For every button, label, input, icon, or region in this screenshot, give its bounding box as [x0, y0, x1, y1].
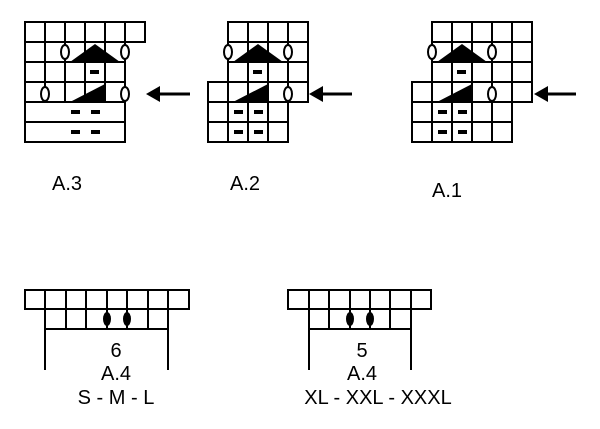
- a4-small-sizes: S - M - L: [78, 387, 155, 409]
- yarn-over-symbol: [60, 44, 70, 60]
- purl-dash-symbol: [91, 110, 100, 114]
- a1-symbols: [427, 44, 497, 134]
- a4-large-sizes: XL - XXL - XXXL: [304, 387, 451, 409]
- chart-a4-small: [24, 289, 190, 370]
- purl-dash-symbol: [253, 70, 262, 74]
- purl-dash-symbol: [234, 130, 243, 134]
- purl-dash-symbol: [438, 130, 447, 134]
- a2-symbols: [223, 44, 293, 134]
- purl-dash-symbol: [91, 130, 100, 134]
- chart-a3: [24, 21, 146, 143]
- purl-dash-symbol: [254, 110, 263, 114]
- row-arrow-icon: [309, 86, 352, 102]
- decrease-triangle-symbol: [437, 44, 487, 62]
- purl-dash-symbol: [90, 70, 99, 74]
- a4-large-name: A.4: [347, 363, 377, 385]
- a4-large-count: 5: [356, 340, 367, 362]
- decrease-triangle-symbol: [233, 44, 283, 62]
- yarn-over-symbol: [283, 86, 293, 102]
- purl-dash-symbol: [71, 130, 80, 134]
- purl-dash-symbol: [458, 130, 467, 134]
- decrease-triangle-symbol: [437, 84, 472, 102]
- purl-dash-symbol: [234, 110, 243, 114]
- decrease-triangle-symbol: [70, 84, 105, 102]
- a4-small-count: 6: [110, 340, 121, 362]
- yarn-over-symbol: [120, 44, 130, 60]
- purl-dash-symbol: [254, 130, 263, 134]
- yarn-over-symbol: [487, 86, 497, 102]
- yarn-over-symbol: [283, 44, 293, 60]
- bobble-symbol: [123, 312, 131, 326]
- row-arrow-icon: [146, 86, 190, 102]
- yarn-over-symbol: [487, 44, 497, 60]
- bobble-symbol: [103, 312, 111, 326]
- purl-dash-symbol: [458, 110, 467, 114]
- yarn-over-symbol: [40, 86, 50, 102]
- chart-a2: [207, 21, 309, 143]
- decrease-triangle-symbol: [70, 44, 120, 62]
- a3-symbols: [40, 44, 130, 134]
- yarn-over-symbol: [223, 44, 233, 60]
- decrease-triangle-symbol: [233, 84, 268, 102]
- chart-a3-label: A.3: [52, 173, 82, 195]
- a4-small-name: A.4: [101, 363, 131, 385]
- chart-a2-label: A.2: [230, 173, 260, 195]
- purl-dash-symbol: [438, 110, 447, 114]
- row-arrow-icon: [534, 86, 576, 102]
- bobble-symbol: [346, 312, 354, 326]
- chart-a1: [411, 21, 533, 143]
- yarn-over-symbol: [120, 86, 130, 102]
- purl-dash-symbol: [71, 110, 80, 114]
- yarn-over-symbol: [427, 44, 437, 60]
- chart-a1-label: A.1: [432, 180, 462, 202]
- bobble-symbol: [366, 312, 374, 326]
- purl-dash-symbol: [457, 70, 466, 74]
